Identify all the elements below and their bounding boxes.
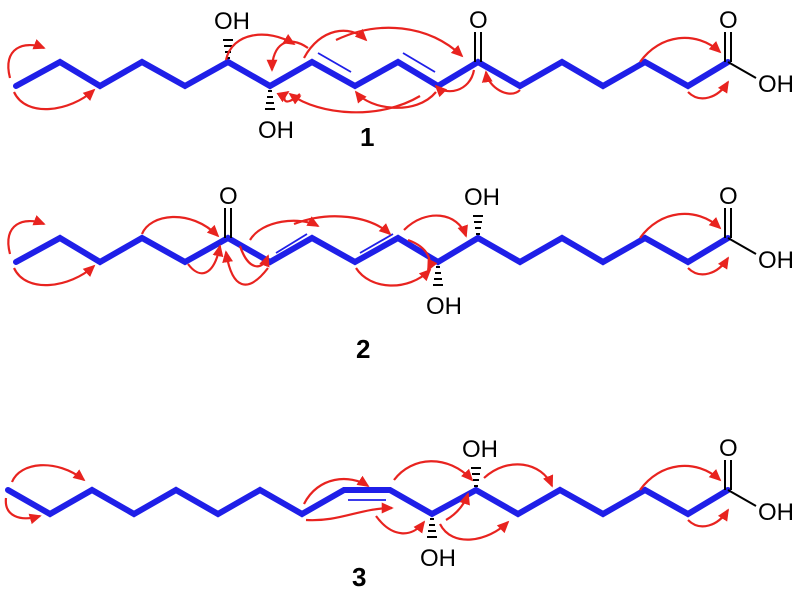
compound-2-acid-hydroxyl: OH bbox=[758, 247, 794, 274]
compound-2-hydroxyl-bottom: OH bbox=[426, 293, 462, 320]
compound-2-alkene-inner-bond-b bbox=[359, 233, 394, 254]
compound-1-alkene-inner-bond-b bbox=[402, 52, 436, 73]
compound-1-correlation-arrows bbox=[7, 26, 729, 114]
compound-1-hydroxyl-bottom: OH bbox=[258, 117, 294, 144]
compound-3-backbone bbox=[5, 486, 731, 518]
compound-2-alkene-inner-bond-a bbox=[275, 233, 308, 254]
compound-3-acid-oh-bond bbox=[727, 489, 757, 507]
compound-3-correlation-arrows bbox=[4, 460, 729, 541]
compound-1-backbone bbox=[13, 58, 731, 90]
compound-2: O O OH OH OH 2 bbox=[7, 183, 794, 364]
compound-1-acid-hydroxyl: OH bbox=[758, 71, 794, 98]
compound-2-acid-oh-bond bbox=[727, 237, 757, 255]
compound-1-hydroxyl-bottom-hashed-bond bbox=[265, 90, 275, 110]
compound-3-hydroxyl-bottom: OH bbox=[420, 545, 456, 572]
compound-1-ketone-oxygen: O bbox=[469, 7, 488, 34]
compound-3-number: 3 bbox=[352, 562, 366, 592]
compound-1-hydroxyl-top: OH bbox=[214, 8, 250, 35]
compound-2-hydroxyl-top: OH bbox=[464, 184, 500, 211]
compound-2-acid-carbonyl-oxygen: O bbox=[719, 183, 738, 210]
compound-3-hydroxyl-bottom-hashed-bond bbox=[427, 518, 437, 538]
compound-2-ketone-oxygen: O bbox=[219, 183, 238, 210]
compound-3-acid-carbonyl-oxygen: O bbox=[719, 435, 738, 462]
compound-3-hydroxyl-top-hashed-bond bbox=[471, 467, 481, 487]
compound-2-hydroxyl-bottom-hashed-bond bbox=[433, 266, 443, 286]
compound-1: O O OH OH OH 1 bbox=[7, 7, 794, 152]
compound-1-acid-oh-bond bbox=[727, 61, 757, 79]
compound-1-acid-carbonyl-oxygen: O bbox=[719, 7, 738, 34]
compound-3: O OH OH OH 3 bbox=[4, 435, 794, 592]
compound-2-number: 2 bbox=[356, 334, 370, 364]
compound-1-alkene-inner-bond-a bbox=[317, 52, 352, 73]
compound-2-hydroxyl-top-hashed-bond bbox=[473, 215, 483, 235]
compound-3-acid-hydroxyl: OH bbox=[758, 499, 794, 526]
compound-2-backbone bbox=[13, 234, 731, 266]
compound-2-correlation-arrows bbox=[7, 212, 729, 287]
compound-1-number: 1 bbox=[360, 122, 374, 152]
compound-3-hydroxyl-top: OH bbox=[462, 436, 498, 463]
